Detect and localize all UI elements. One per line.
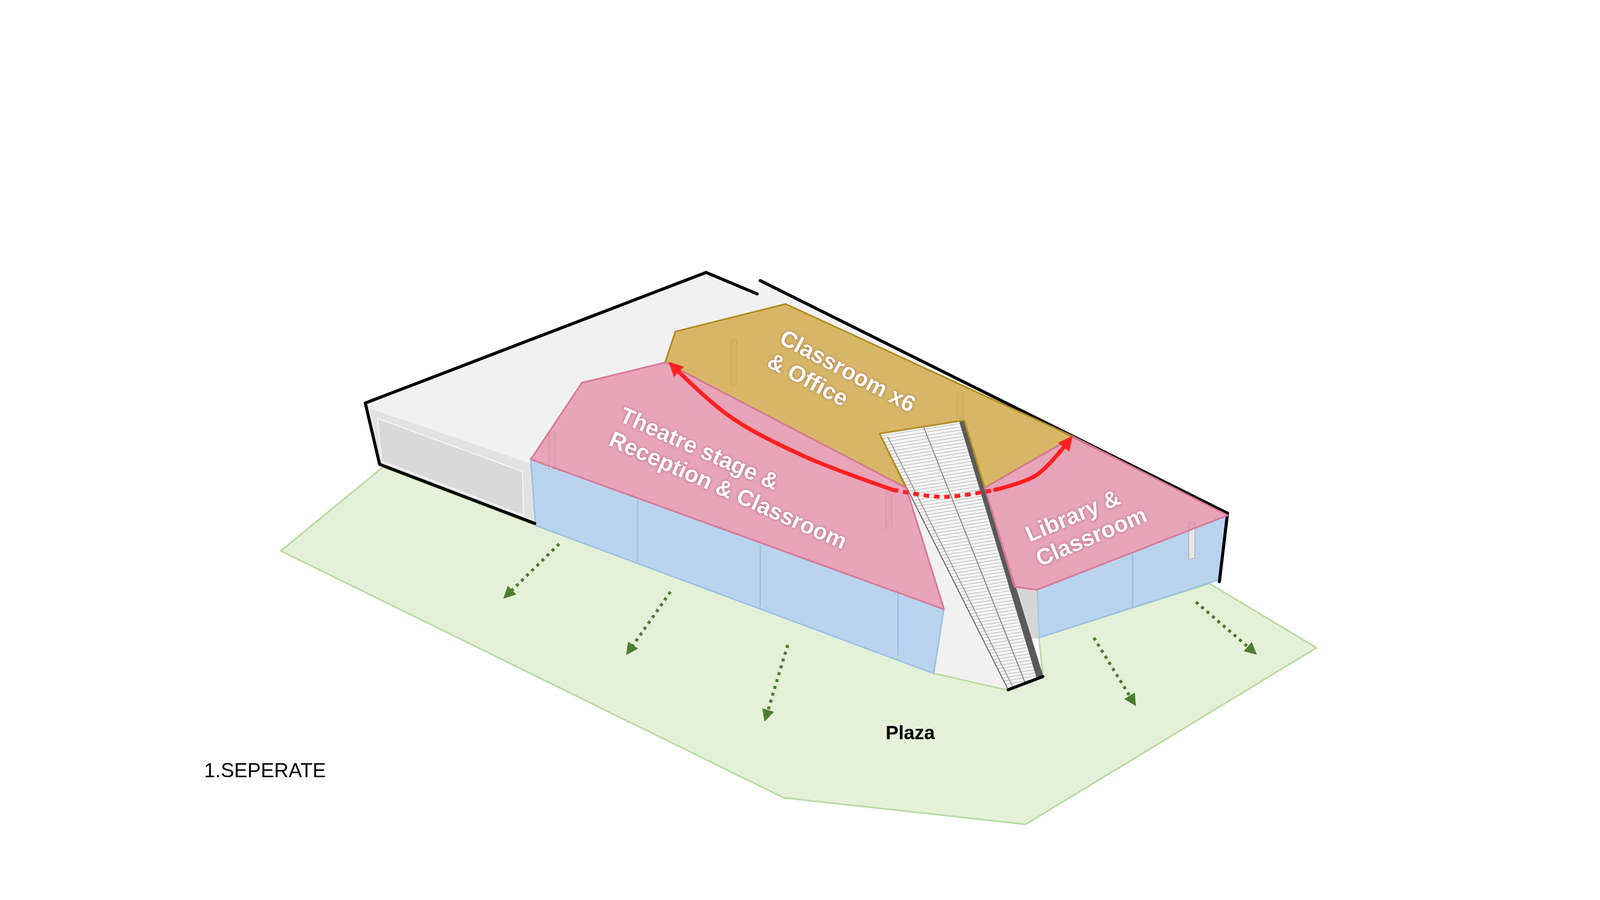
- title-anchor: 1.SEPERATE: [204, 758, 326, 782]
- facade-mullion: [637, 500, 639, 562]
- plaza-label: Plaza: [885, 721, 935, 744]
- label-anchor: Classroom x6 & Office: [763, 324, 929, 446]
- facade-mullion: [1132, 554, 1134, 608]
- zone-label: Library & Classroom: [1021, 465, 1179, 572]
- zone-outline: [984, 436, 1228, 590]
- zone-outline: [280, 467, 1317, 825]
- step-title: 1.SEPERATE: [204, 758, 326, 782]
- label-anchor: Theatre stage & Reception & Classroom: [605, 402, 868, 558]
- facade-mullion: [897, 594, 899, 656]
- label-anchor: Library & Classroom: [1021, 465, 1179, 572]
- facade-mullion: [759, 546, 761, 608]
- label-anchor: Plaza: [885, 721, 935, 744]
- zone-label: Classroom x6 & Office: [763, 324, 929, 446]
- library-zone: Library & Classroom: [984, 436, 1228, 590]
- zone-label: Theatre stage & Reception & Classroom: [605, 402, 868, 558]
